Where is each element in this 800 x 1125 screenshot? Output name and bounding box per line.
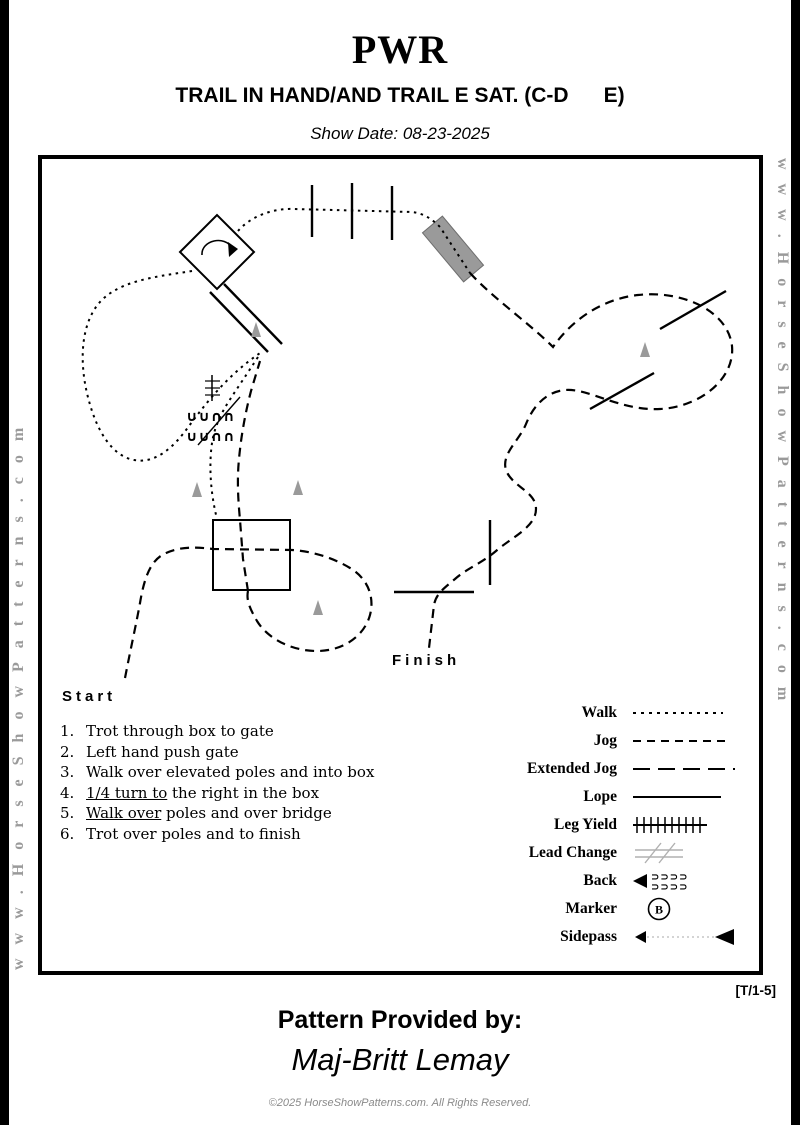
- lead-change-symbol: [635, 842, 683, 864]
- tree-icon: [192, 482, 202, 497]
- legend-label: Sidepass: [560, 928, 617, 945]
- legend-label: Extended Jog: [527, 760, 617, 777]
- legend-row-extended-jog: Extended Jog: [503, 755, 743, 783]
- loop-poles: [589, 289, 727, 411]
- jog-path-right-loop: [427, 272, 734, 649]
- square-box-obstacle: [212, 519, 291, 591]
- legend-row-lead-change: Lead Change: [503, 839, 743, 867]
- instruction-number: 1.: [60, 722, 75, 740]
- show-date: Show Date: 08-23-2025: [310, 124, 490, 143]
- course-diagram: ∪∪∩∩ ∪∪∩∩ Start Finish: [62, 183, 734, 705]
- trot-path-box-to-gate: [236, 360, 262, 592]
- walk-path-gate-to-box: [209, 356, 259, 520]
- gait-legend: Walk Jog Extended Jog Lope Leg Yield: [503, 699, 743, 951]
- walk-line-symbol: [633, 712, 723, 714]
- instruction-text: poles and over bridge: [161, 804, 332, 822]
- class-subtitle: TRAIL IN HAND/AND TRAIL E SAT. (C-D E): [175, 84, 625, 107]
- jog-line-symbol: [633, 740, 731, 742]
- tree-icon: [640, 342, 650, 357]
- instruction-row: 2. Left hand push gate: [60, 742, 374, 763]
- tree-icon: [293, 480, 303, 495]
- page-title: PWR: [351, 27, 449, 72]
- tree-icons: [192, 322, 650, 615]
- instruction-text: Walk over elevated poles and into box: [86, 763, 375, 781]
- page-edge-bar-right: [791, 0, 800, 1125]
- provider-name: Maj-Britt Lemay: [291, 1042, 509, 1077]
- tree-icon: [251, 322, 261, 337]
- instruction-list: 1. Trot through box to gate 2. Left hand p…: [60, 721, 374, 844]
- pattern-code: [T/1-5]: [735, 983, 777, 998]
- legend-label: Leg Yield: [554, 816, 617, 833]
- pattern-frame: ∪∪∩∩ ∪∪∩∩ Start Finish 1. Trot through bo…: [38, 155, 763, 975]
- elevated-poles-obstacle: ∪∪∩∩ ∪∪∩∩: [186, 375, 241, 446]
- svg-text:⊃⊃⊃⊃: ⊃⊃⊃⊃: [651, 882, 689, 893]
- instruction-text: Left hand push gate: [86, 742, 239, 761]
- legend-row-leg-yield: Leg Yield: [503, 811, 743, 839]
- bridge-obstacle: [421, 215, 485, 283]
- instruction-number: 3.: [60, 763, 75, 781]
- instruction-text: the right in the box: [167, 783, 320, 802]
- walk-path-left-loop: [81, 270, 264, 462]
- walkover-poles: [310, 183, 394, 240]
- instruction-text: Trot over poles and to finish: [86, 824, 301, 843]
- instruction-row: 4.1/4 turn to the right in the box: [60, 783, 320, 802]
- turn-arrow-icon: [201, 239, 233, 256]
- trot-path-from-start: [123, 546, 373, 679]
- leg-yield-symbol: [633, 817, 707, 833]
- legend-row-back: Back ⊃⊃⊃⊃ ⊃⊃⊃⊃: [503, 867, 743, 895]
- marker-circle-symbol: B: [647, 897, 671, 921]
- provided-by-label: Pattern Provided by:: [277, 1006, 523, 1034]
- legend-row-lope: Lope: [503, 783, 743, 811]
- legend-label: Marker: [565, 900, 617, 917]
- finish-label: Finish: [392, 652, 460, 669]
- legend-row-sidepass: Sidepass: [503, 923, 743, 951]
- pole-cups-row-2: ∪∪∩∩: [186, 429, 235, 445]
- instruction-row: 5.Walk over poles and over bridge: [60, 804, 332, 822]
- legend-row-walk: Walk: [503, 699, 743, 727]
- back-arrow-symbol: ⊃⊃⊃⊃ ⊃⊃⊃⊃: [633, 872, 689, 893]
- start-label: Start: [62, 688, 116, 705]
- legend-label: Walk: [581, 704, 617, 721]
- svg-text:⊃⊃⊃⊃: ⊃⊃⊃⊃: [651, 872, 689, 883]
- instruction-number: 2.: [60, 742, 75, 761]
- instruction-text: Trot through box to gate: [86, 722, 274, 740]
- instruction-row: 1. Trot through box to gate: [60, 721, 374, 742]
- finish-poles: [394, 520, 492, 594]
- tree-icon: [313, 600, 323, 615]
- legend-label: Lope: [583, 788, 617, 805]
- gate-obstacle: [209, 283, 283, 353]
- instruction-number: 6.: [60, 824, 75, 843]
- legend-row-jog: Jog: [503, 727, 743, 755]
- instruction-number: 4.: [60, 783, 75, 802]
- legend-label: Back: [583, 872, 617, 889]
- pole-cups-row-1: ∪∪∩∩: [186, 409, 235, 425]
- watermark-left: www.HorseShowPatterns.com: [10, 413, 27, 970]
- extended-jog-line-symbol: [633, 768, 735, 770]
- sidepass-arrows-symbol: [635, 929, 734, 945]
- lope-line-symbol: [633, 796, 721, 798]
- copyright-text: ©2025 HorseShowPatterns.com. All Rights …: [268, 1097, 532, 1109]
- legend-label: Lead Change: [528, 844, 617, 861]
- legend-row-marker: Marker B: [503, 895, 743, 923]
- marker-letter: B: [655, 903, 663, 917]
- turn-arrowhead-icon: [228, 242, 238, 257]
- instruction-row: 3. Walk over elevated poles and into box: [60, 762, 374, 783]
- instruction-number: 5.: [60, 804, 75, 822]
- diamond-box-obstacle: [178, 213, 256, 291]
- legend-label: Jog: [593, 732, 617, 749]
- watermark-right: www.HorseShowPatterns.com: [774, 158, 791, 715]
- page-edge-bar-left: [0, 0, 9, 1125]
- instruction-row: 6. Trot over poles and to finish: [60, 824, 374, 845]
